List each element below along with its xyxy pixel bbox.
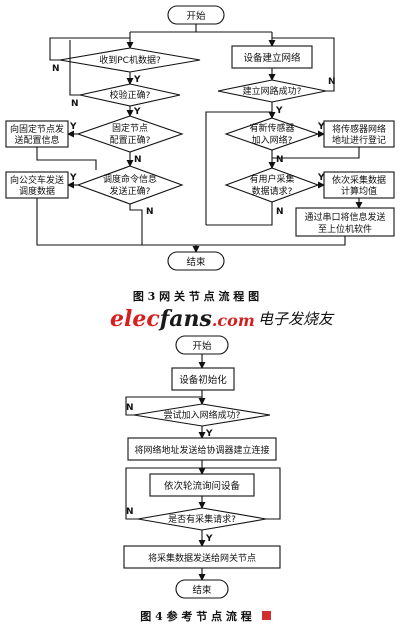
fig3-net-ok-label: 建立网路成功? [243, 85, 302, 97]
fig4-join-no-loop [125, 396, 202, 416]
fig4-init-label: 设备初始化 [179, 374, 227, 386]
fig3-checksum-no-loop [69, 40, 80, 96]
fig4-init-box [171, 367, 235, 391]
fig4-caption: 图 4 参 考 节 点 流 程 [140, 609, 251, 623]
fig3-checksum-no-label: N [71, 99, 79, 109]
fig4-request-no-loop [125, 467, 202, 520]
fig3-checksum-label: 校验正确? [110, 89, 151, 101]
fig3-left-merge-to-end [36, 198, 200, 253]
fig3-new-sensor-yes-label: Y [317, 122, 325, 132]
fig4-start-label: 开始 [192, 340, 212, 352]
fig3-serial-line2: 至上位机软件 [318, 223, 372, 235]
fig3-recv-yes-label: Y [133, 75, 141, 85]
fig3-end-label: 结束 [186, 256, 206, 268]
fig4-end-label: 结束 [192, 584, 212, 596]
fig3-send-config-line2: 送配置信息 [14, 134, 59, 146]
fig3-send-bus-line2: 调度数据 [19, 185, 55, 197]
fig3-user-no-label: N [276, 207, 284, 217]
fig4-end-terminal [175, 579, 229, 599]
fig3-serial-to-end [196, 236, 346, 246]
fig3-new-sensor-line1: 有新传感器 [249, 122, 294, 134]
fig3-dispatch-no-label: N [146, 207, 154, 217]
fig3-end-terminal [167, 251, 225, 271]
fig3-start-label: 开始 [186, 10, 206, 22]
fig4-poll-label: 依次轮流询问设备 [164, 480, 241, 492]
fig3-recv-pc-label: 收到PC机数据? [99, 54, 161, 66]
fig3-recv-no-loop [49, 37, 130, 61]
fig3-user-request-line2: 数据请求? [252, 185, 293, 197]
fig4-request-no-label: N [126, 507, 134, 517]
fig3-new-sensor-line2: 加入网络? [252, 134, 293, 146]
fig3-user-request-line1: 有用户采集 [249, 173, 294, 185]
fig3-send-bus-box [5, 171, 69, 199]
fig3-average-line2: 计算均值 [341, 185, 377, 197]
fig3-average-line1: 依次采集数据 [332, 174, 386, 186]
fig4-join-label: 尝试加入网络成功? [164, 409, 241, 421]
fig3-user-no-loop [206, 202, 273, 226]
fig3-register-line1: 将传感器网络 [332, 123, 386, 135]
fig3-send-config-line1: 向固定节点发 [10, 123, 64, 135]
fig4-request-right-loop [202, 467, 281, 520]
fig3-serial-line1: 通过串口将信息发送 [304, 211, 385, 223]
fig3-send-bus-line1: 向公交车发送 [10, 174, 64, 186]
fig3-register-line2: 地址进行登记 [332, 134, 386, 146]
fig3-dispatch-line2: 发送正确? [110, 185, 151, 197]
fig3-net-no-label: N [328, 77, 336, 87]
fig3-net-yes-label: Y [275, 106, 283, 116]
fig3-fixed-no-label: N [134, 155, 142, 165]
figure-3-gateway-flowchart: 开始 收到PC机数据? N Y 校验正确? N Y 固定节点 配置正确? Y 向… [5, 5, 395, 303]
fig3-build-network-label: 设备建立网络 [243, 52, 301, 64]
fig4-request-yes-label: Y [205, 534, 213, 544]
fig4-caption-mark [262, 611, 271, 620]
fig3-fixed-config-line1: 固定节点 [112, 122, 148, 134]
fig4-join-no-label: N [126, 403, 134, 413]
fig3-recv-no-label: N [52, 64, 60, 74]
fig3-new-sensor-no-label: N [276, 155, 284, 165]
fig4-send-data-label: 将采集数据发送给网关节点 [148, 552, 256, 564]
fig3-dispatch-yes-label: Y [69, 173, 77, 183]
fig3-caption: 图 3 网 关 节 点 流 程 图 [133, 289, 259, 303]
fig3-send-config-box [5, 120, 69, 148]
fig3-net-no-loop [272, 37, 335, 92]
fig3-fixed-config-line2: 配置正确? [110, 134, 151, 146]
watermark-cn: 电子发烧友 [258, 310, 335, 328]
fig3-fixed-config-decision [76, 115, 184, 153]
watermark-brand: elecfans.com [110, 306, 255, 332]
fig4-request-label: 是否有采集请求? [168, 513, 236, 525]
fig3-dispatch-no-line [129, 204, 143, 245]
fig3-register-out [272, 147, 360, 159]
fig3-checksum-yes-label: Y [133, 107, 141, 117]
elecfans-watermark: elecfans.com 电子发烧友 [110, 306, 335, 332]
fig3-fixed-yes-label: Y [69, 122, 77, 132]
fig3-average-box [323, 171, 395, 199]
fig3-dispatch-decision [76, 165, 184, 205]
fig3-user-yes-label: Y [317, 173, 325, 183]
fig3-dispatch-line1: 调度命令信息 [103, 173, 157, 185]
fig3-send-config-out [36, 147, 97, 170]
fig4-send-address-label: 将网络地址发送给协调器建立连接 [134, 444, 269, 456]
fig3-loop-rail [205, 111, 272, 225]
figure-4-reference-flowchart: 开始 设备初始化 尝试加入网络成功? N Y 将网络地址发送给协调器建立连接 依… [123, 335, 281, 623]
fig4-join-yes-label: Y [205, 429, 213, 439]
